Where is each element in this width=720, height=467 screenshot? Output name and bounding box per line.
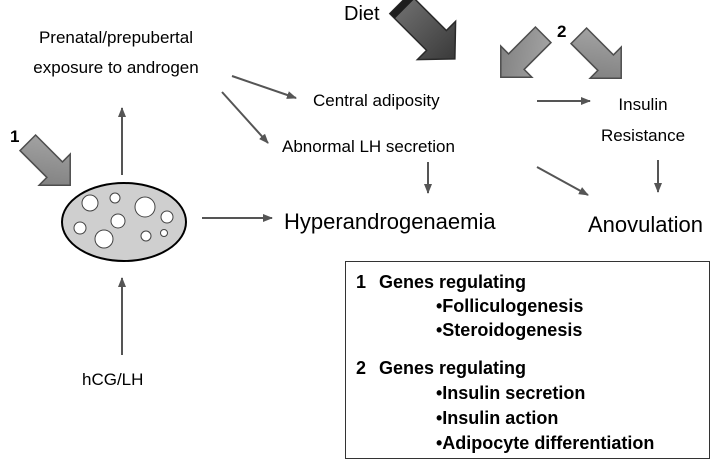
legend-box: 1 Genes regulating •Folliculogenesis •St… bbox=[345, 261, 710, 459]
block-arrow-2-to-insulin bbox=[569, 26, 622, 79]
block-arrow-to-adiposity bbox=[500, 25, 553, 78]
legend-group1-item: •Folliculogenesis bbox=[436, 296, 584, 316]
exposure-label-line1: Prenatal/prepubertal bbox=[38, 28, 194, 47]
arrow-exposure-to-lh bbox=[221, 91, 269, 144]
insulin-resistance-label-line2: Resistance bbox=[600, 126, 686, 145]
block-arrow-1-to-ovary bbox=[18, 133, 71, 186]
insulin-resistance-label-line1: Insulin bbox=[618, 95, 668, 114]
abnormal-lh-label: Abnormal LH secretion bbox=[282, 137, 455, 156]
diet-block-arrow bbox=[388, 0, 457, 61]
exposure-label-line2: exposure to androgen bbox=[33, 58, 199, 77]
legend-group2-title: Genes regulating bbox=[379, 358, 527, 378]
legend-group1-item: •Steroidogenesis bbox=[436, 320, 583, 340]
legend-group1-number: 1 bbox=[356, 272, 367, 292]
legend-group2-item: •Insulin secretion bbox=[436, 383, 586, 403]
legend-group2-item: •Insulin action bbox=[436, 408, 559, 428]
legend-group2-item: •Adipocyte differentiation bbox=[436, 433, 655, 453]
arrow-exposure-to-adiposity bbox=[231, 75, 297, 99]
marker-2: 2 bbox=[557, 22, 567, 41]
legend-group2-number: 2 bbox=[356, 358, 367, 378]
marker-1: 1 bbox=[10, 127, 20, 146]
central-adiposity-label: Central adiposity bbox=[313, 91, 440, 110]
ovary-icon bbox=[61, 182, 187, 262]
diet-label: Diet bbox=[344, 3, 380, 25]
hyperandrogenaemia-label: Hyperandrogenaemia bbox=[284, 209, 496, 234]
arrow-lh-to-anovulation bbox=[536, 166, 589, 196]
legend-group1-title: Genes regulating bbox=[379, 272, 527, 292]
anovulation-label: Anovulation bbox=[588, 212, 703, 237]
hcg-lh-label: hCG/LH bbox=[82, 370, 144, 389]
